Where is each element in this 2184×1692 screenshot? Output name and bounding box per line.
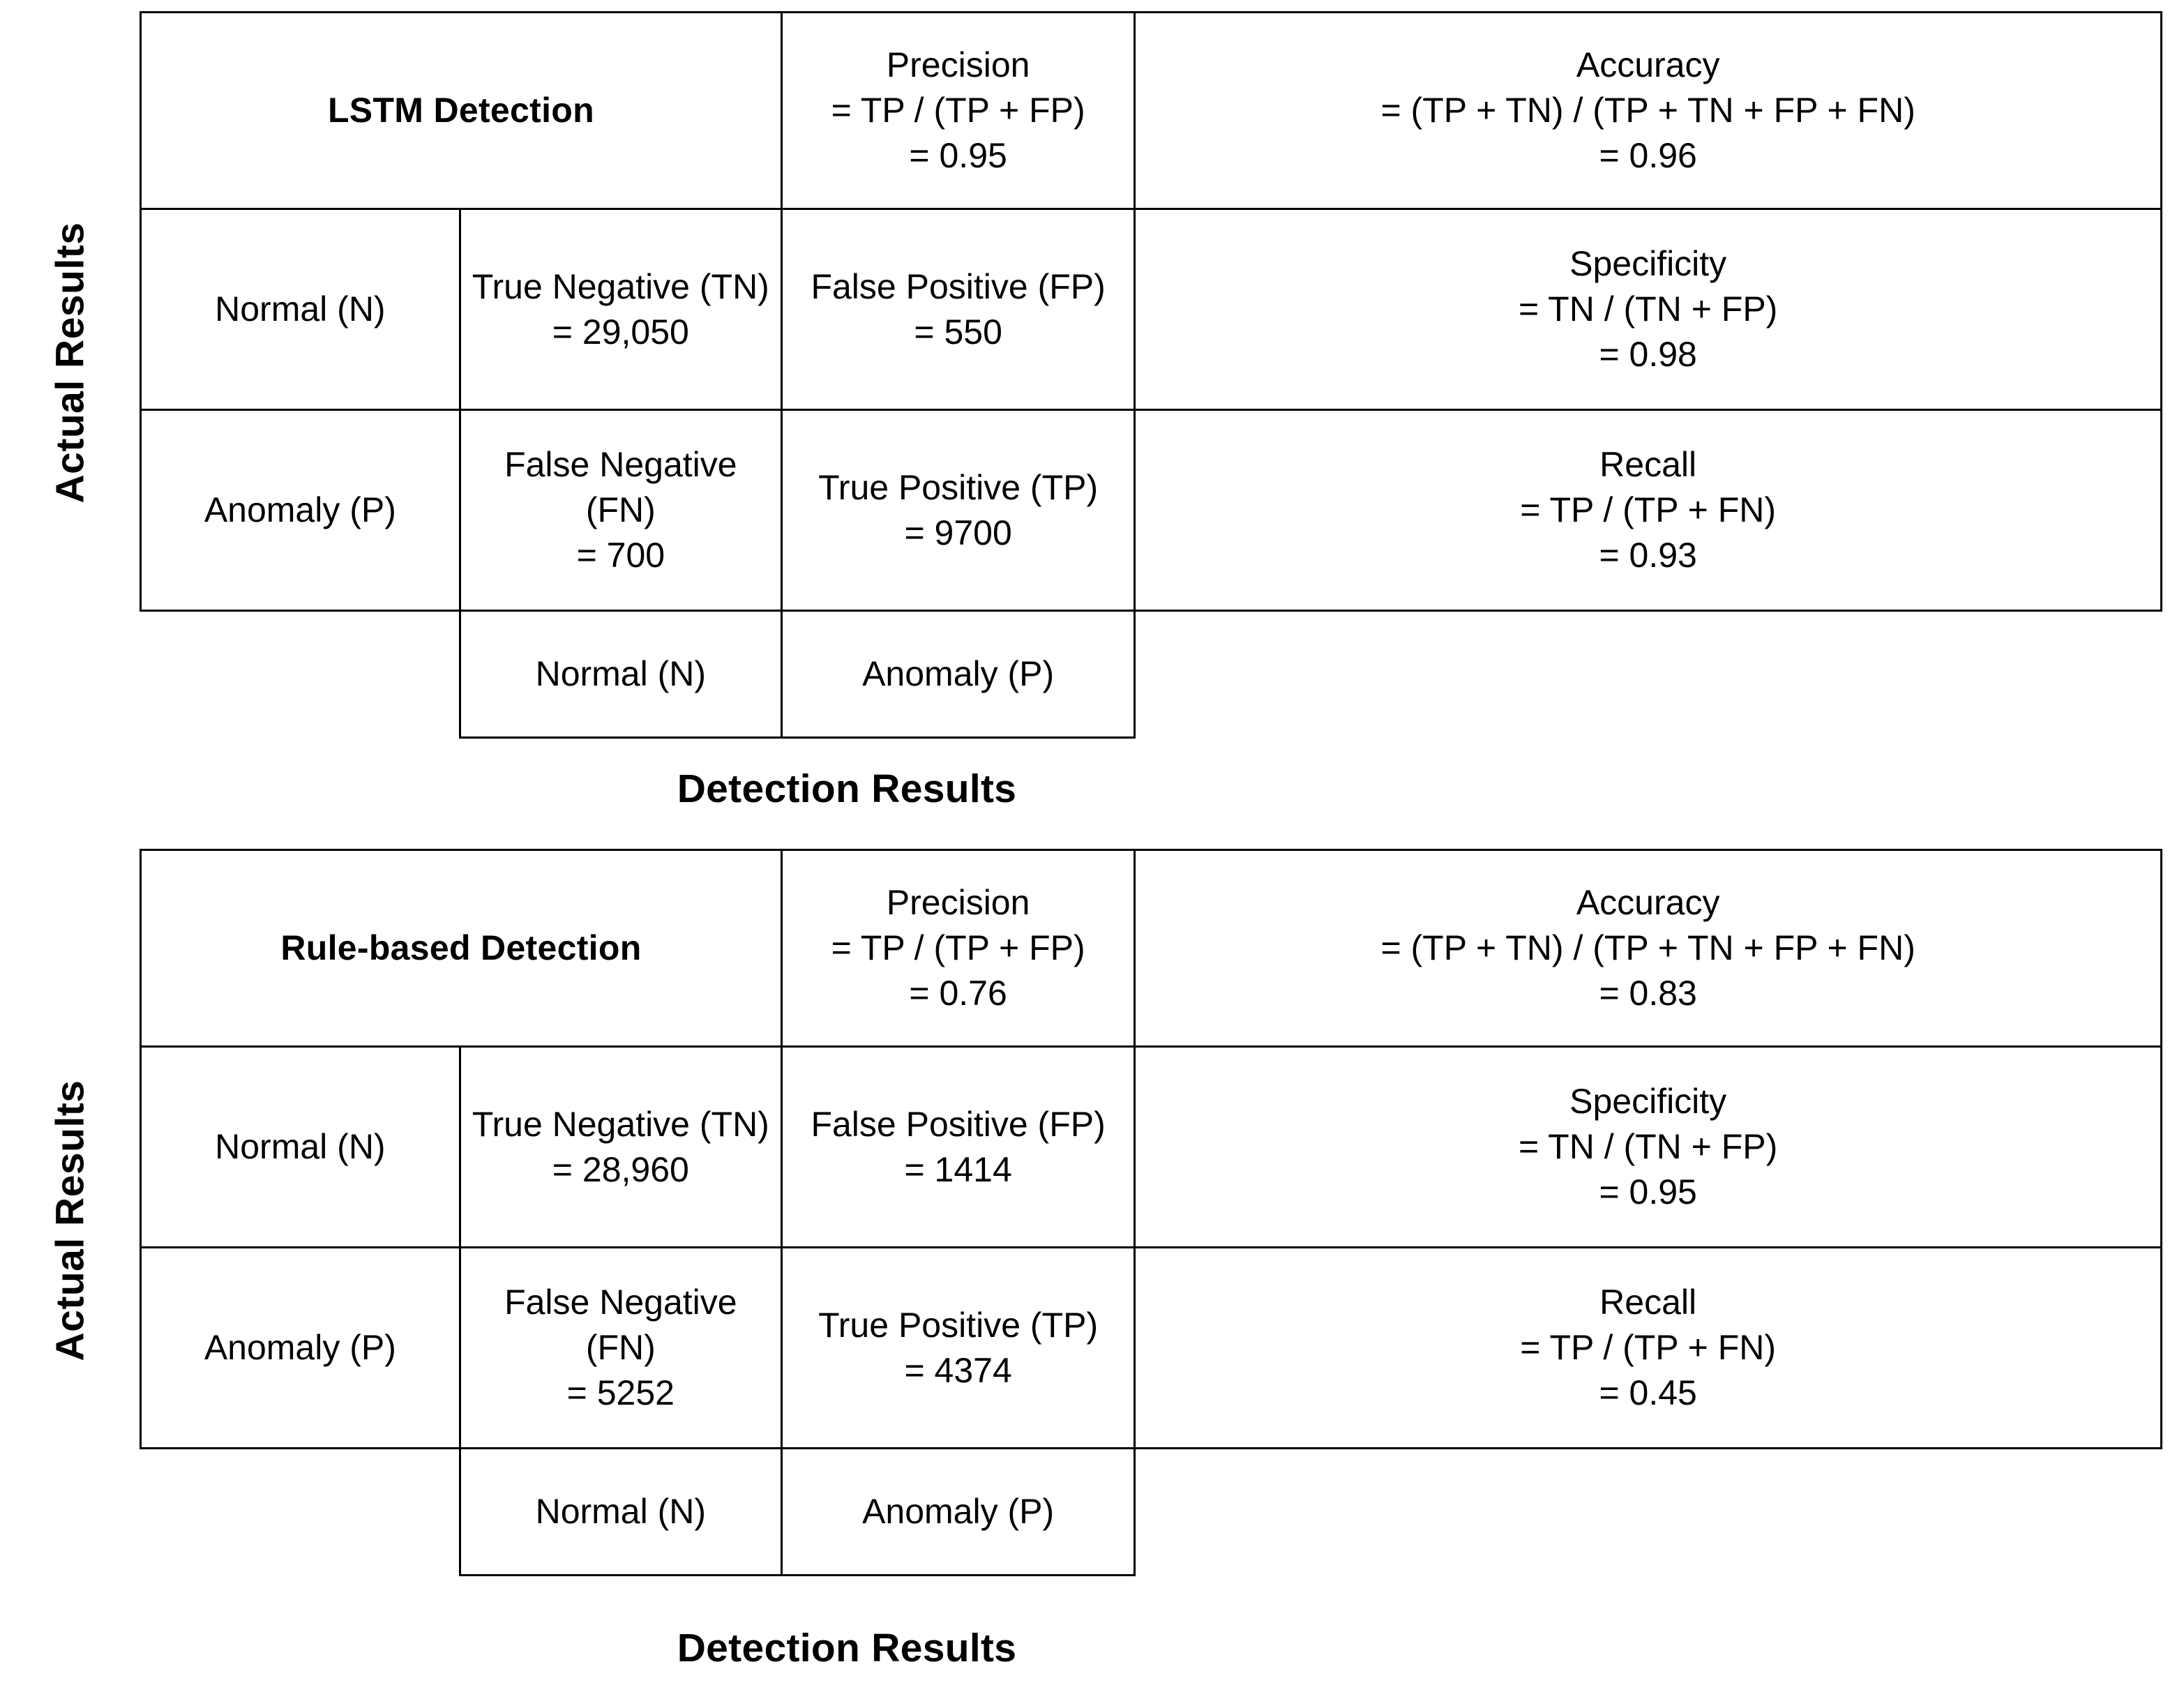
specificity-label: Specificity: [1569, 1082, 1727, 1121]
true-negative-cell: True Negative (TN) = 28,960: [458, 1045, 783, 1248]
true-negative-cell: True Negative (TN) = 29,050: [458, 208, 783, 411]
true-positive-cell: True Positive (TP) = 4374: [780, 1246, 1136, 1449]
true-positive-value: = 4374: [904, 1350, 1012, 1390]
false-positive-cell: False Positive (FP) = 1414: [780, 1045, 1136, 1248]
row-header-normal: Normal (N): [140, 1045, 461, 1248]
false-negative-label: False Negative (FN): [504, 1283, 737, 1367]
actual-results-axis-label: Actual Results: [0, 945, 140, 1496]
true-negative-label: True Negative (TN): [472, 1104, 769, 1144]
table-row: Rule-based Detection Precision = TP / (T…: [140, 849, 2162, 1048]
table-row: Normal (N) Anomaly (P): [140, 610, 2162, 739]
recall-value: = 0.93: [1599, 536, 1697, 575]
true-positive-label: True Positive (TP): [818, 1305, 1099, 1345]
table-row: Anomaly (P) False Negative (FN) = 5252 T…: [140, 1246, 2162, 1449]
rule-based-matrix-block: Actual Results Rule-based Detection Prec…: [0, 840, 2184, 1692]
recall-value: = 0.45: [1599, 1373, 1697, 1412]
column-header-anomaly: Anomaly (P): [780, 610, 1136, 739]
false-negative-value: = 700: [576, 536, 665, 575]
accuracy-cell: Accuracy = (TP + TN) / (TP + TN + FP + F…: [1134, 11, 2162, 210]
false-positive-label: False Positive (FP): [811, 1104, 1106, 1144]
precision-value: = 0.76: [909, 974, 1007, 1013]
lstm-matrix-block: Actual Results LSTM Detection Precision …: [0, 0, 2184, 830]
accuracy-value: = 0.83: [1599, 974, 1697, 1013]
true-negative-value: = 28,960: [552, 1149, 689, 1189]
footer-spacer-left: [140, 1448, 460, 1576]
true-positive-label: True Positive (TP): [818, 467, 1099, 507]
row-header-anomaly: Anomaly (P): [140, 1246, 461, 1449]
precision-formula: = TP / (TP + FP): [831, 91, 1085, 130]
accuracy-cell: Accuracy = (TP + TN) / (TP + TN + FP + F…: [1134, 849, 2162, 1048]
false-positive-label: False Positive (FP): [811, 266, 1106, 306]
recall-cell: Recall = TP / (TP + FN) = 0.93: [1134, 409, 2162, 612]
false-positive-value: = 1414: [904, 1149, 1012, 1189]
false-positive-value: = 550: [914, 312, 1002, 352]
rule-based-confusion-matrix: Rule-based Detection Precision = TP / (T…: [140, 849, 2162, 1576]
accuracy-formula: = (TP + TN) / (TP + TN + FP + FN): [1380, 91, 1915, 130]
recall-label: Recall: [1599, 445, 1697, 484]
recall-formula: = TP / (TP + FN): [1520, 1328, 1777, 1367]
false-negative-cell: False Negative (FN) = 5252: [458, 1246, 783, 1449]
true-negative-label: True Negative (TN): [472, 266, 769, 306]
precision-value: = 0.95: [909, 136, 1007, 175]
precision-label: Precision: [886, 45, 1030, 84]
lstm-confusion-matrix: LSTM Detection Precision = TP / (TP + FP…: [140, 11, 2162, 739]
column-header-normal: Normal (N): [458, 1447, 783, 1576]
table-row: Normal (N) True Negative (TN) = 28,960 F…: [140, 1045, 2162, 1248]
specificity-formula: = TN / (TN + FP): [1518, 289, 1778, 328]
table-row: Normal (N) Anomaly (P): [140, 1447, 2162, 1576]
true-positive-value: = 9700: [904, 513, 1012, 552]
accuracy-formula: = (TP + TN) / (TP + TN + FP + FN): [1380, 928, 1915, 967]
specificity-cell: Specificity = TN / (TN + FP) = 0.98: [1134, 208, 2162, 411]
precision-cell: Precision = TP / (TP + FP) = 0.76: [780, 849, 1136, 1048]
true-positive-cell: True Positive (TP) = 9700: [780, 409, 1136, 612]
false-positive-cell: False Positive (FP) = 550: [780, 208, 1136, 411]
specificity-value: = 0.95: [1599, 1172, 1697, 1211]
precision-label: Precision: [886, 883, 1030, 922]
specificity-label: Specificity: [1569, 244, 1727, 283]
table-row: Normal (N) True Negative (TN) = 29,050 F…: [140, 208, 2162, 411]
accuracy-value: = 0.96: [1599, 136, 1697, 175]
row-header-anomaly: Anomaly (P): [140, 409, 461, 612]
table-row: Anomaly (P) False Negative (FN) = 700 Tr…: [140, 409, 2162, 612]
matrix-title: Rule-based Detection: [140, 849, 783, 1048]
footer-spacer-left: [140, 610, 460, 738]
detection-results-axis-label: Detection Results: [677, 766, 1017, 811]
false-negative-cell: False Negative (FN) = 700: [458, 409, 783, 612]
specificity-value: = 0.98: [1599, 335, 1697, 374]
precision-formula: = TP / (TP + FP): [831, 928, 1085, 967]
recall-label: Recall: [1599, 1283, 1697, 1322]
false-negative-label: False Negative (FN): [504, 445, 737, 529]
actual-results-axis-label: Actual Results: [0, 98, 140, 628]
column-header-anomaly: Anomaly (P): [780, 1447, 1136, 1576]
true-negative-value: = 29,050: [552, 312, 689, 352]
actual-results-axis-label-text: Actual Results: [47, 222, 93, 504]
recall-cell: Recall = TP / (TP + FN) = 0.45: [1134, 1246, 2162, 1449]
accuracy-label: Accuracy: [1576, 45, 1720, 84]
table-row: LSTM Detection Precision = TP / (TP + FP…: [140, 11, 2162, 210]
accuracy-label: Accuracy: [1576, 883, 1720, 922]
recall-formula: = TP / (TP + FN): [1520, 490, 1777, 529]
precision-cell: Precision = TP / (TP + FP) = 0.95: [780, 11, 1136, 210]
row-header-normal: Normal (N): [140, 208, 461, 411]
specificity-formula: = TN / (TN + FP): [1518, 1127, 1778, 1166]
detection-results-axis-label: Detection Results: [677, 1626, 1017, 1670]
footer-spacer-right: [1134, 610, 2162, 738]
actual-results-axis-label-text: Actual Results: [47, 1080, 93, 1361]
false-negative-value: = 5252: [566, 1373, 675, 1412]
column-header-normal: Normal (N): [458, 610, 783, 739]
specificity-cell: Specificity = TN / (TN + FP) = 0.95: [1134, 1045, 2162, 1248]
matrix-title: LSTM Detection: [140, 11, 783, 210]
footer-spacer-right: [1134, 1448, 2162, 1576]
